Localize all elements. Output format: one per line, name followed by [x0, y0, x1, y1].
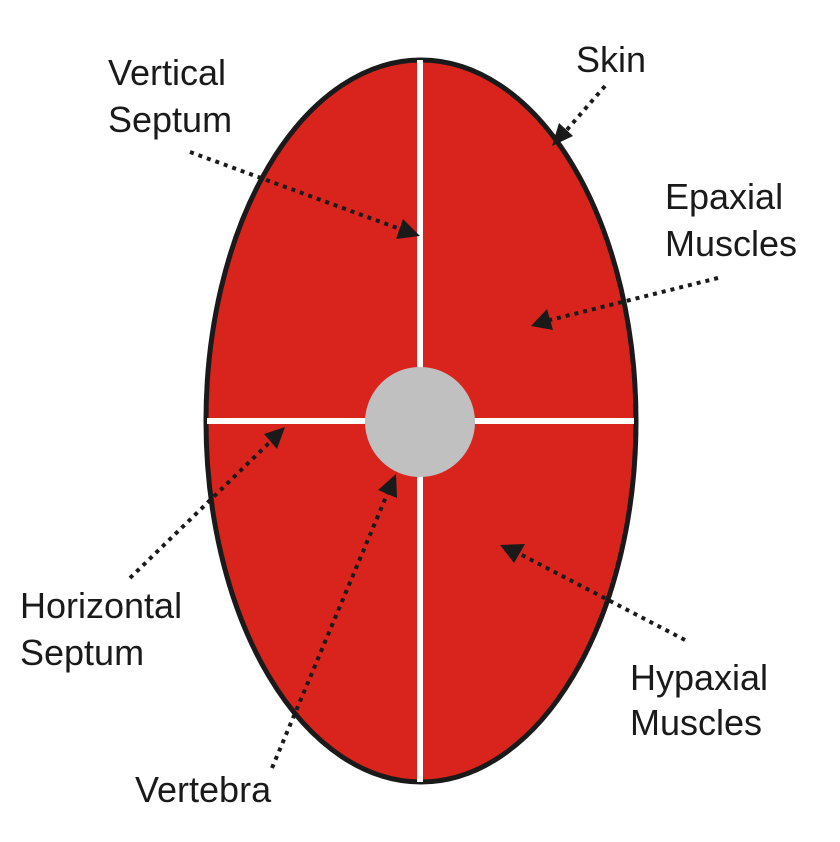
label-hypaxial-1: Hypaxial — [630, 657, 768, 698]
skin-arrow — [563, 84, 607, 134]
label-epaxial-2: Muscles — [665, 223, 797, 264]
label-vertical-septum-2: Septum — [108, 99, 232, 140]
label-hypaxial-2: Muscles — [630, 702, 762, 743]
arrowhead — [552, 123, 573, 146]
arrowhead — [500, 544, 525, 563]
vertebra — [365, 367, 475, 477]
vertical-septum-arrow — [189, 150, 401, 231]
arrowhead — [264, 427, 285, 449]
label-horizontal-septum-1: Horizontal — [20, 585, 182, 626]
label-vertical-septum-1: Vertical — [108, 52, 226, 93]
arrowhead — [378, 474, 397, 498]
arrowhead — [531, 309, 553, 330]
arrowhead — [396, 219, 420, 239]
label-skin: Skin — [576, 39, 646, 80]
epaxial-arrow — [549, 276, 719, 322]
horizontal-septum-arrow — [128, 438, 274, 580]
hypaxial-arrow — [517, 551, 686, 642]
label-epaxial-1: Epaxial — [665, 176, 783, 217]
label-horizontal-septum-2: Septum — [20, 632, 144, 673]
label-vertebra: Vertebra — [135, 769, 272, 810]
